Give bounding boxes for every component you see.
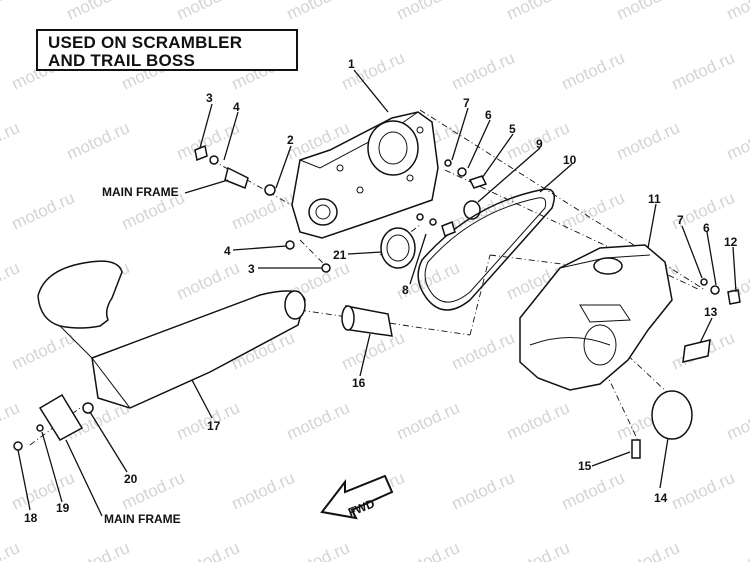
- callout-12: 12: [724, 235, 738, 249]
- main-frame-label-top: MAIN FRAME: [102, 185, 179, 199]
- watermark-text: motod.ru: [724, 0, 750, 24]
- watermark-text: motod.ru: [394, 0, 463, 24]
- watermark-text: motod.ru: [64, 0, 133, 24]
- seal-part: [380, 227, 416, 269]
- callout-4: 4: [233, 100, 240, 114]
- title-line-1: USED ON SCRAMBLER: [48, 33, 243, 52]
- watermark-text: motod.ru: [174, 538, 243, 562]
- watermark-text: motod.ru: [449, 468, 518, 514]
- title-box: USED ON SCRAMBLER AND TRAIL BOSS: [36, 29, 298, 71]
- forward-arrow: [320, 474, 394, 520]
- callout-1: 1: [348, 57, 355, 71]
- callout-4b: 4: [224, 244, 231, 258]
- watermark-text: motod.ru: [669, 468, 738, 514]
- callout-3: 3: [206, 91, 213, 105]
- callout-15: 15: [578, 459, 592, 473]
- callout-14: 14: [654, 491, 668, 505]
- watermark-text: motod.ru: [559, 188, 628, 234]
- outer-drive-cover: [519, 244, 673, 391]
- callout-6b: 6: [703, 221, 710, 235]
- callout-2: 2: [287, 133, 294, 147]
- watermark-text: motod.ru: [669, 48, 738, 94]
- callout-17: 17: [207, 419, 221, 433]
- watermark-text: motod.ru: [174, 258, 243, 304]
- watermark-text: motod.ru: [0, 538, 22, 562]
- watermark-text: motod.ru: [229, 188, 298, 234]
- watermark-text: motod.ru: [64, 118, 133, 164]
- cover-cap: [651, 390, 693, 440]
- callout-19: 19: [56, 501, 70, 515]
- watermark-text: motod.ru: [449, 48, 518, 94]
- watermark-text: motod.ru: [174, 0, 243, 24]
- leader-lines: [17, 69, 737, 517]
- watermark-text: motod.ru: [339, 328, 408, 374]
- watermark-text: motod.ru: [504, 398, 573, 444]
- watermark-text: motod.ru: [724, 538, 750, 562]
- cover-decal: [682, 339, 711, 363]
- callout-6: 6: [485, 108, 492, 122]
- watermark-text: motod.ru: [449, 328, 518, 374]
- callout-10: 10: [563, 153, 577, 167]
- watermark-text: motod.ru: [394, 538, 463, 562]
- callout-21: 21: [333, 248, 347, 262]
- watermark-text: motod.ru: [0, 258, 22, 304]
- callout-8: 8: [402, 283, 409, 297]
- title-line-2: AND TRAIL BOSS: [48, 51, 195, 70]
- watermark-text: motod.ru: [394, 398, 463, 444]
- watermark-text: motod.ru: [559, 48, 628, 94]
- watermark-text: motod.ru: [0, 398, 22, 444]
- watermark-text: motod.ru: [9, 328, 78, 374]
- callout-labels: 1 2 3 4 5 6 7 8 9 10 11 7 6 12 13 14 15 …: [24, 57, 738, 526]
- watermark-text: motod.ru: [64, 538, 133, 562]
- watermark-text: motod.ru: [724, 118, 750, 164]
- air-intake-duct: [37, 260, 306, 409]
- watermark-text: motod.ru: [284, 0, 353, 24]
- callout-18: 18: [24, 511, 38, 525]
- callout-7b: 7: [677, 213, 684, 227]
- watermark-text: motod.ru: [504, 0, 573, 24]
- watermark-text: motod.ru: [174, 118, 243, 164]
- watermark-text: motod.ru: [284, 398, 353, 444]
- flange-gasket: [13, 393, 94, 451]
- watermark-text: motod.ru: [284, 538, 353, 562]
- callout-20: 20: [124, 472, 138, 486]
- watermark-text: motod.ru: [9, 188, 78, 234]
- watermark-text: motod.ru: [614, 118, 683, 164]
- duct-sleeve: [341, 305, 393, 337]
- callout-13: 13: [704, 305, 718, 319]
- callout-3b: 3: [248, 262, 255, 276]
- callout-7: 7: [463, 96, 470, 110]
- watermark-text: motod.ru: [0, 0, 22, 24]
- drive-belt: [417, 188, 555, 311]
- callout-16: 16: [352, 376, 366, 390]
- callout-9: 9: [536, 137, 543, 151]
- callout-5: 5: [509, 122, 516, 136]
- watermark-text: motod.ru: [614, 0, 683, 24]
- watermark-text: motod.ru: [229, 468, 298, 514]
- hardware-fasteners: [194, 144, 741, 459]
- callout-11: 11: [648, 192, 661, 206]
- watermark-text: motod.ru: [0, 118, 22, 164]
- main-frame-label-bottom: MAIN FRAME: [104, 512, 181, 526]
- watermark-text: motod.ru: [724, 398, 750, 444]
- watermark-text: motod.ru: [614, 538, 683, 562]
- watermark-text: motod.ru: [559, 468, 628, 514]
- inner-drive-cover: [291, 111, 439, 239]
- watermark-text: motod.ru: [504, 538, 573, 562]
